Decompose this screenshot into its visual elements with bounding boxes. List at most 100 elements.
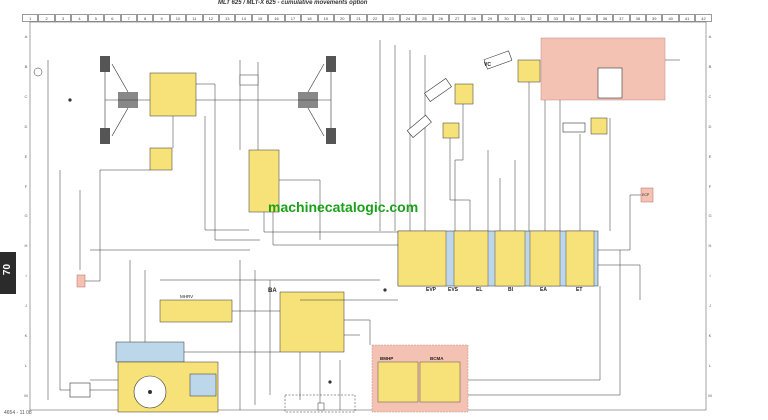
row-letter: E — [708, 153, 712, 159]
cylinders — [69, 50, 623, 398]
column-number: 24 — [399, 14, 417, 22]
row-letter: J — [709, 303, 711, 309]
cylinder-lock-valve — [454, 83, 474, 105]
mhrv-valve-block — [159, 299, 233, 323]
row-letter: L — [708, 362, 712, 368]
distributor-section-ea — [529, 230, 561, 287]
column-number: 33 — [547, 14, 564, 22]
column-number: 15 — [251, 14, 269, 22]
label-vc: VC — [484, 62, 491, 68]
distributor-inlet-section — [397, 230, 447, 287]
row-letter: B — [24, 64, 28, 70]
accumulator — [597, 67, 623, 99]
row-letter: C — [24, 94, 28, 100]
row-letter: K — [24, 332, 28, 338]
rotating-beacon — [239, 74, 259, 86]
row-letter: F — [708, 183, 712, 189]
page-title: MLT 625 / MLT-X 625 - cumulative movemen… — [218, 0, 368, 6]
label-evp: EVP — [426, 287, 437, 293]
test-point — [68, 98, 72, 102]
label-el: EL — [476, 287, 482, 293]
row-letter: L — [24, 362, 28, 368]
distributor-section-bi — [494, 230, 526, 287]
row-letter: G — [24, 213, 28, 219]
column-number: 20 — [334, 14, 351, 22]
column-number: 29 — [481, 14, 499, 22]
diagram-frame — [29, 21, 707, 411]
ground-icon — [33, 67, 43, 77]
row-letter: C — [708, 94, 712, 100]
sensor-symbol — [317, 402, 325, 411]
pump-filter-block — [189, 373, 217, 397]
document-reference: 4654 - 11 08 — [4, 410, 32, 416]
column-number: 39 — [646, 14, 663, 22]
column-number: 21 — [350, 14, 367, 22]
row-letter: K — [708, 332, 712, 338]
column-number: 8 — [136, 14, 154, 22]
label-bmhp: BMHP — [380, 356, 393, 361]
distributor-section-et — [565, 230, 595, 287]
column-number: 6 — [104, 14, 121, 22]
column-number: 42 — [695, 14, 712, 22]
column-number: 30 — [498, 14, 515, 22]
row-letter: F — [24, 183, 28, 189]
distributor-section-el — [453, 230, 489, 287]
test-point — [383, 288, 387, 292]
label-ecp: ECP — [642, 193, 650, 197]
lift-cylinder — [424, 78, 452, 102]
column-number: 41 — [678, 14, 696, 22]
row-letter: I — [25, 273, 27, 279]
label-ba: BA — [268, 288, 277, 294]
column-number: 40 — [662, 14, 679, 22]
ba-valve-block — [279, 291, 345, 353]
axle-valve-block — [149, 72, 197, 117]
column-number: 17 — [284, 14, 302, 22]
tank — [69, 382, 91, 398]
label-ea: EA — [540, 287, 547, 293]
extension-cylinder — [562, 122, 586, 133]
label-bcma: BCMA — [430, 356, 444, 361]
column-number: 28 — [465, 14, 482, 22]
column-number: 5 — [87, 14, 105, 22]
column-number: 34 — [563, 14, 581, 22]
row-letter: H — [24, 243, 28, 249]
column-number: 9 — [153, 14, 170, 22]
tilt-lock-valve — [442, 122, 460, 139]
row-letter: M — [24, 392, 28, 398]
row-letter: J — [25, 303, 27, 309]
label-evs: EVS — [448, 287, 459, 293]
label-bi: BI — [508, 287, 514, 293]
column-number: 38 — [629, 14, 647, 22]
column-number: 11 — [186, 14, 203, 22]
row-letter: M — [708, 392, 712, 398]
test-point — [328, 380, 332, 384]
row-letter: D — [24, 123, 28, 129]
page-number-tab: 70 — [0, 252, 16, 294]
tilt-cylinder — [406, 114, 432, 138]
column-number: 18 — [301, 14, 318, 22]
hydraulic-lines — [47, 40, 680, 410]
pressure-switch — [76, 274, 86, 288]
column-number: 10 — [169, 14, 187, 22]
wheel-rear-right — [326, 128, 336, 144]
component-blocks — [76, 37, 666, 413]
column-number: 32 — [531, 14, 548, 22]
compensation-cylinder — [483, 50, 513, 70]
diagram-labels: VC BA EVP EVS EL BI EA ET MHRV BMHP BCMA… — [180, 62, 650, 361]
watermark: machinecatalogic.com — [268, 199, 419, 215]
column-number: 12 — [202, 14, 220, 22]
bcma-valve-block — [419, 361, 461, 403]
axle-lines — [104, 63, 332, 137]
dashed-housing — [284, 394, 356, 413]
row-letter: H — [708, 243, 712, 249]
bmhp-valve-block — [377, 361, 419, 403]
row-letter: G — [708, 213, 712, 219]
column-number: 1 — [22, 14, 39, 22]
row-letter: B — [708, 64, 712, 70]
label-mhrv: MHRV — [180, 294, 193, 299]
row-letter: A — [24, 34, 28, 40]
brake-valve — [149, 147, 173, 171]
pump-valve-block — [115, 341, 185, 363]
